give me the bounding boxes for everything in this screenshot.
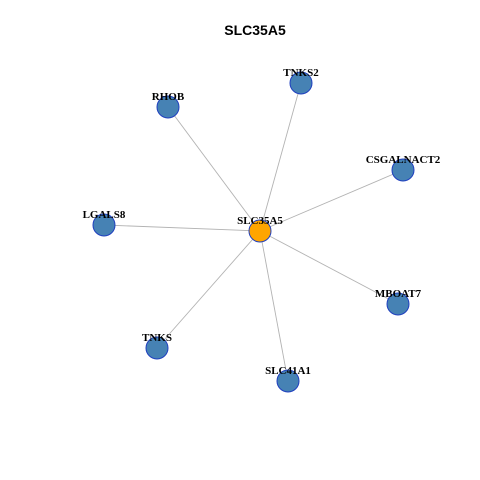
edge-slc35a5-rhob	[167, 106, 261, 232]
node-label-slc35a5: SLC35A5	[237, 215, 283, 227]
node-tnks2[interactable]	[289, 71, 313, 95]
edge-slc35a5-lgals8	[103, 224, 261, 232]
node-lgals8[interactable]	[92, 213, 116, 237]
edge-slc35a5-mboat7	[259, 230, 399, 305]
node-label-slc41a1: SLC41A1	[265, 365, 311, 377]
node-label-lgals8: LGALS8	[83, 209, 126, 221]
node-rhob[interactable]	[156, 95, 180, 119]
edge-slc35a5-tnks2	[259, 82, 302, 232]
node-label-tnks: TNKS	[142, 332, 172, 344]
node-mboat7[interactable]	[386, 292, 410, 316]
node-label-csgalnact2: CSGALNACT2	[366, 154, 441, 166]
node-csgalnact2[interactable]	[391, 158, 415, 182]
edges-layer	[103, 82, 404, 382]
node-slc41a1[interactable]	[276, 369, 300, 393]
edge-slc35a5-tnks	[156, 230, 261, 349]
edge-slc35a5-slc41a1	[259, 230, 289, 382]
node-slc35a5[interactable]	[248, 219, 272, 243]
node-label-rhob: RHOB	[152, 91, 185, 103]
node-tnks[interactable]	[145, 336, 169, 360]
edge-slc35a5-csgalnact2	[259, 169, 404, 232]
node-label-tnks2: TNKS2	[283, 67, 319, 79]
nodes-layer	[92, 71, 415, 393]
diagram-title: SLC35A5	[224, 22, 286, 38]
node-label-mboat7: MBOAT7	[375, 288, 422, 300]
